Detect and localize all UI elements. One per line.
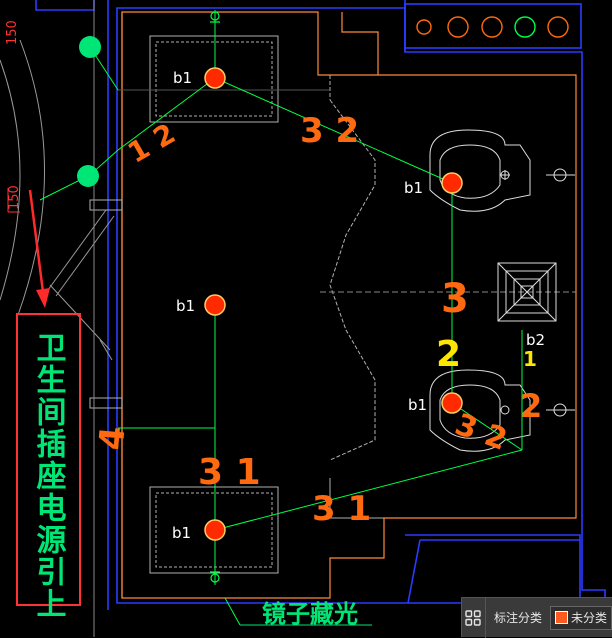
wall-details	[0, 0, 576, 637]
unclassified-text: 未分类	[570, 611, 607, 625]
layout-button[interactable]	[462, 597, 486, 638]
outlet-dot-top	[79, 36, 101, 58]
grid-icon	[465, 609, 482, 626]
handwritten-seg-31-bottom: 3 1	[312, 489, 371, 529]
handwritten-seg-4-left: 4	[92, 425, 134, 452]
label-b1-3: b1	[176, 297, 195, 315]
annotation-arrow	[28, 189, 50, 308]
annotation-text: 卫生间插座电源引上	[31, 332, 67, 620]
outer-walls	[35, 0, 606, 610]
label-category-text: 标注分类	[493, 611, 542, 625]
urinal-bottom	[429, 369, 575, 452]
label-b2: b2	[526, 331, 545, 349]
handwritten-seg-1-right: 1	[523, 347, 537, 371]
green-pipes	[39, 10, 523, 626]
handwritten-seg-2-right: 2	[520, 387, 542, 425]
label-b1-5: b1	[172, 524, 191, 542]
label-b1-1: b1	[173, 69, 192, 87]
label-b1-2: b1	[404, 179, 423, 197]
annotation-box	[16, 313, 81, 606]
unclassified-button[interactable]: 未分类	[549, 605, 612, 630]
label-b1-4: b1	[408, 396, 427, 414]
pipe-connectors	[210, 11, 220, 583]
floor-drain	[497, 262, 557, 322]
fixture-b1-3[interactable]	[204, 294, 226, 316]
fixture-b1-1[interactable]	[204, 67, 226, 89]
handwritten-seg-32-top: 3 2	[300, 111, 359, 151]
outlet-dot-mid	[77, 165, 99, 187]
dim-label-mid: 150	[7, 185, 22, 210]
category-swatch	[554, 611, 568, 624]
handwritten-seg-12: 1 2	[122, 117, 181, 170]
mirror-note: 镜子藏光	[262, 600, 358, 628]
handwritten-seg-31-left: 3 1	[198, 452, 261, 493]
handwritten-seg-2-mid: 2	[436, 334, 461, 375]
fixture-group	[204, 67, 463, 541]
bottom-toolbar: 标注分类 未分类	[461, 597, 612, 638]
handwritten-seg-3-mid: 3	[441, 276, 469, 322]
dim-tick	[7, 188, 20, 213]
dim-label-top: 150	[5, 20, 20, 45]
fixture-b1-4[interactable]	[441, 392, 463, 414]
ceiling-lights	[416, 16, 569, 38]
fixture-b1-5[interactable]	[204, 519, 226, 541]
fixture-b1-2[interactable]	[441, 172, 463, 194]
